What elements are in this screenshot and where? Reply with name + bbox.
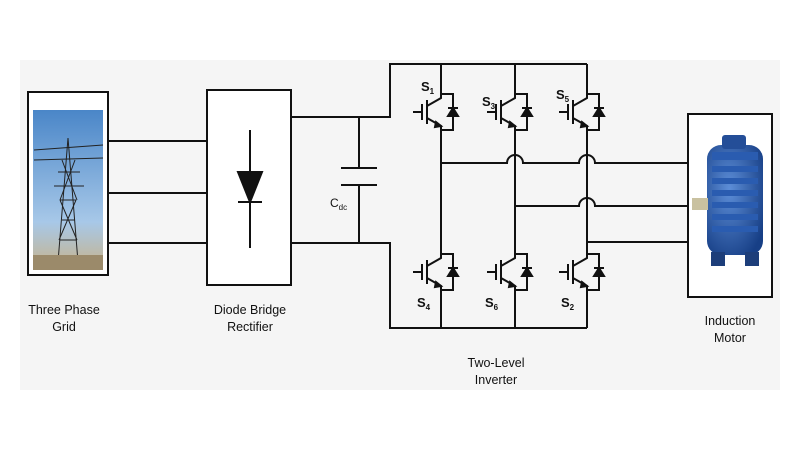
output-phase-b: [515, 197, 688, 207]
igbt-switch-s3: [487, 92, 534, 132]
switch-label-s1: S1: [421, 79, 435, 96]
rectifier-label-line1: Diode Bridge: [214, 303, 286, 317]
dc-bus-negative: [291, 242, 441, 329]
igbt-switch-s2: [559, 252, 606, 292]
dc-bus-positive: [291, 63, 441, 118]
switch-label-s4: S4: [417, 295, 431, 312]
igbt-switch-s6: [487, 252, 534, 292]
motor-image: [692, 135, 763, 266]
rectifier-diode-icon: [236, 130, 264, 248]
inverter-label-line2: Inverter: [475, 373, 517, 387]
dc-link-capacitor: [341, 117, 377, 243]
switch-label-s2: S2: [561, 295, 575, 312]
motor-label-line1: Induction: [705, 314, 756, 328]
rectifier-label-line2: Rectifier: [227, 320, 273, 334]
igbt-switch-s5: [559, 92, 606, 132]
grid-label-line1: Three Phase: [28, 303, 100, 317]
grid-image: [27, 91, 109, 276]
igbt-switch-s4: [413, 252, 460, 292]
igbt-switch-s1: [413, 92, 460, 132]
switch-label-s6: S6: [485, 295, 499, 312]
background-band: [20, 60, 780, 390]
switch-label-s5: S5: [556, 87, 570, 104]
capacitor-label: Cdc: [330, 196, 347, 212]
output-phase-a: [441, 154, 688, 164]
switch-label-s3: S3: [482, 94, 496, 111]
grid-label-line2: Grid: [52, 320, 76, 334]
motor-label-line2: Motor: [714, 331, 746, 345]
inverter-label-line1: Two-Level: [468, 356, 525, 370]
